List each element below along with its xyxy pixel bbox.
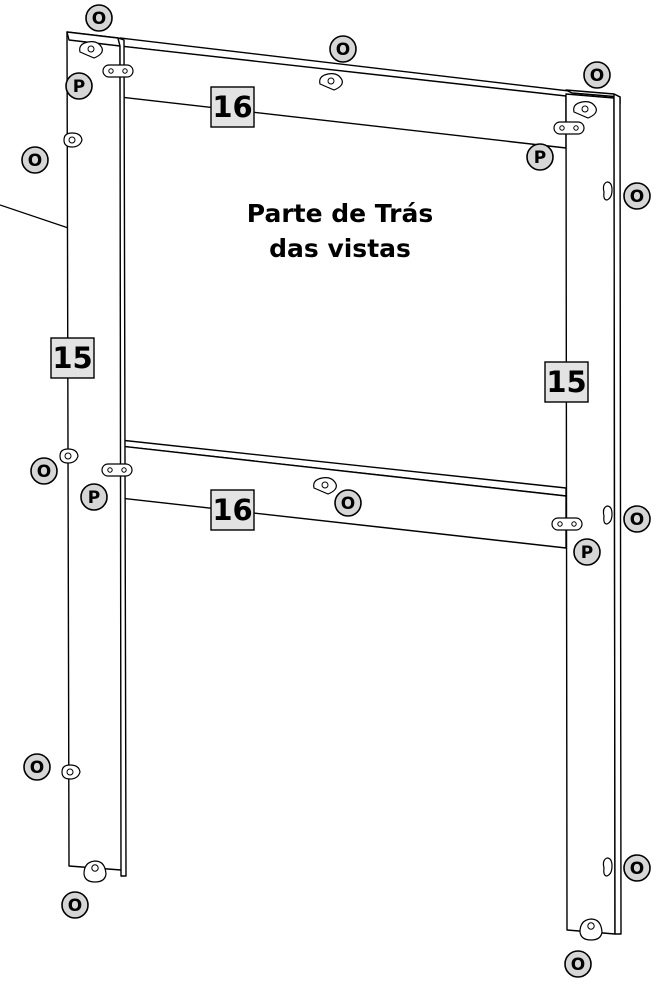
- callout-o: O: [564, 950, 592, 978]
- svg-text:P: P: [73, 77, 85, 97]
- svg-text:O: O: [92, 9, 106, 29]
- callout-o: O: [21, 146, 49, 174]
- callout-o: O: [329, 35, 357, 63]
- part-label-right-post: 15: [544, 361, 589, 403]
- cam-lock-hardware: [579, 918, 603, 941]
- callout-o: O: [623, 505, 651, 533]
- svg-text:O: O: [630, 510, 644, 530]
- svg-text:O: O: [590, 66, 604, 86]
- callout-o: O: [334, 489, 362, 517]
- svg-text:O: O: [68, 896, 82, 916]
- cam-lock-hardware: [602, 857, 613, 877]
- dowel-plate: [102, 64, 134, 78]
- cam-lock-hardware: [602, 505, 613, 525]
- svg-text:O: O: [30, 758, 44, 778]
- callout-o: O: [623, 854, 651, 882]
- right-post: [565, 89, 622, 935]
- cam-lock-hardware: [61, 764, 81, 780]
- svg-text:O: O: [630, 859, 644, 879]
- dowel-plate: [551, 517, 583, 531]
- part-number: 15: [546, 365, 586, 399]
- cam-lock-hardware: [573, 101, 597, 119]
- part-number: 16: [212, 493, 252, 527]
- callout-p: P: [65, 72, 93, 100]
- svg-text:O: O: [341, 494, 355, 514]
- svg-text:O: O: [28, 151, 42, 171]
- svg-text:P: P: [534, 148, 546, 168]
- callout-p: P: [573, 538, 601, 566]
- cam-lock-hardware: [319, 73, 343, 91]
- part-label-bottom-rail: 16: [210, 489, 255, 531]
- callout-o: O: [23, 753, 51, 781]
- part-number: 15: [52, 341, 92, 375]
- part-label-top-rail: 16: [210, 86, 255, 128]
- svg-text:P: P: [88, 488, 100, 508]
- top-rail: [119, 37, 621, 149]
- cam-lock-hardware: [79, 41, 103, 59]
- callout-o: O: [623, 182, 651, 210]
- view-label-line-1: Parte de Trás: [247, 199, 433, 228]
- svg-text:O: O: [571, 955, 585, 975]
- svg-text:O: O: [336, 40, 350, 60]
- part-number: 16: [212, 90, 252, 124]
- callout-o: O: [30, 457, 58, 485]
- cam-lock-hardware: [83, 860, 107, 883]
- cam-lock-hardware: [313, 477, 337, 495]
- cam-lock-hardware: [63, 132, 83, 148]
- svg-text:O: O: [630, 187, 644, 207]
- callout-p: P: [526, 143, 554, 171]
- svg-text:O: O: [37, 462, 51, 482]
- cam-lock-hardware: [59, 448, 79, 464]
- callout-o: O: [61, 891, 89, 919]
- callout-o: O: [85, 4, 113, 32]
- callout-p: P: [80, 483, 108, 511]
- callout-o: O: [583, 61, 611, 89]
- left-post: [66, 31, 127, 877]
- cam-lock-hardware: [602, 181, 613, 201]
- view-label-line-2: das vistas: [269, 234, 411, 263]
- dowel-plate: [101, 463, 133, 477]
- svg-text:P: P: [581, 543, 593, 563]
- dowel-plate: [553, 121, 585, 135]
- part-label-left-post: 15: [50, 337, 95, 379]
